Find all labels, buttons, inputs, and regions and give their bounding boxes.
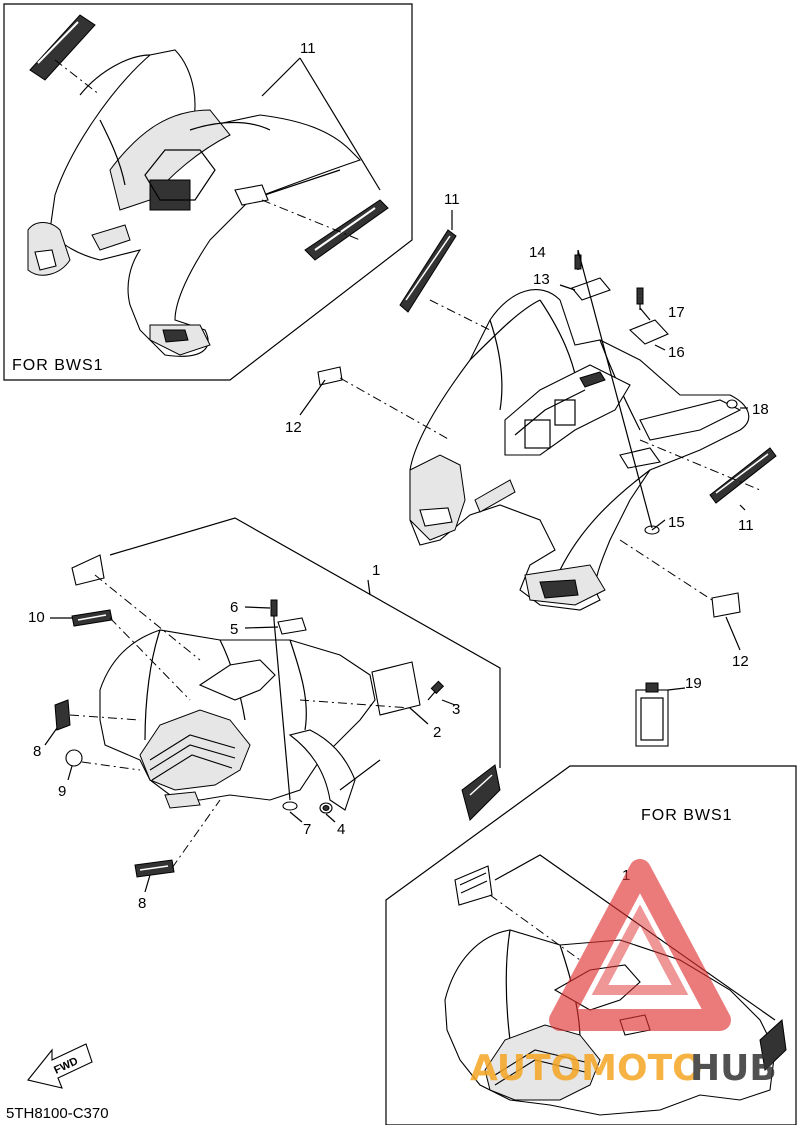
callout-1-main: 1 bbox=[372, 562, 380, 579]
callout-12-right: 12 bbox=[732, 653, 749, 670]
callout-3: 3 bbox=[452, 701, 460, 718]
callout-19: 19 bbox=[685, 675, 702, 692]
fwd-arrow-icon: FWD bbox=[27, 1043, 93, 1089]
inset-caption-bottom-right: FOR BWS1 bbox=[641, 807, 733, 824]
callout-5: 5 bbox=[230, 621, 238, 638]
callout-12-left: 12 bbox=[285, 419, 302, 436]
svg-text:HUB: HUB bbox=[690, 1048, 777, 1089]
callout-14: 14 bbox=[529, 244, 546, 261]
callout-15: 15 bbox=[668, 514, 685, 531]
callout-4: 4 bbox=[337, 821, 345, 838]
callout-9: 9 bbox=[58, 783, 66, 800]
callout-11-right: 11 bbox=[738, 517, 754, 534]
callout-2: 2 bbox=[433, 724, 441, 741]
inset-rear-fender-bws1 bbox=[3, 3, 413, 381]
callout-7: 7 bbox=[303, 821, 311, 838]
inset-caption-top-left: FOR BWS1 bbox=[12, 357, 104, 374]
callout-18: 18 bbox=[752, 401, 769, 418]
rear-fender-assembly bbox=[299, 210, 777, 651]
callout-16: 16 bbox=[668, 344, 685, 361]
callout-17: 17 bbox=[668, 304, 685, 321]
diagram-code: 5TH8100-C370 bbox=[6, 1105, 109, 1122]
automotohub-watermark: AUTOMOTO HUB bbox=[470, 859, 777, 1089]
callout-8-upper: 8 bbox=[33, 743, 41, 760]
callout-13: 13 bbox=[533, 271, 550, 288]
front-fender-assembly bbox=[44, 517, 501, 893]
svg-text:AUTOMOTO: AUTOMOTO bbox=[470, 1048, 703, 1089]
callout-10: 10 bbox=[28, 609, 45, 626]
callout-8-lower: 8 bbox=[138, 895, 146, 912]
callout-11-inset: 11 bbox=[300, 40, 316, 57]
callout-6: 6 bbox=[230, 599, 238, 616]
callout-11-top: 11 bbox=[444, 191, 460, 208]
part-19-label bbox=[635, 682, 686, 747]
